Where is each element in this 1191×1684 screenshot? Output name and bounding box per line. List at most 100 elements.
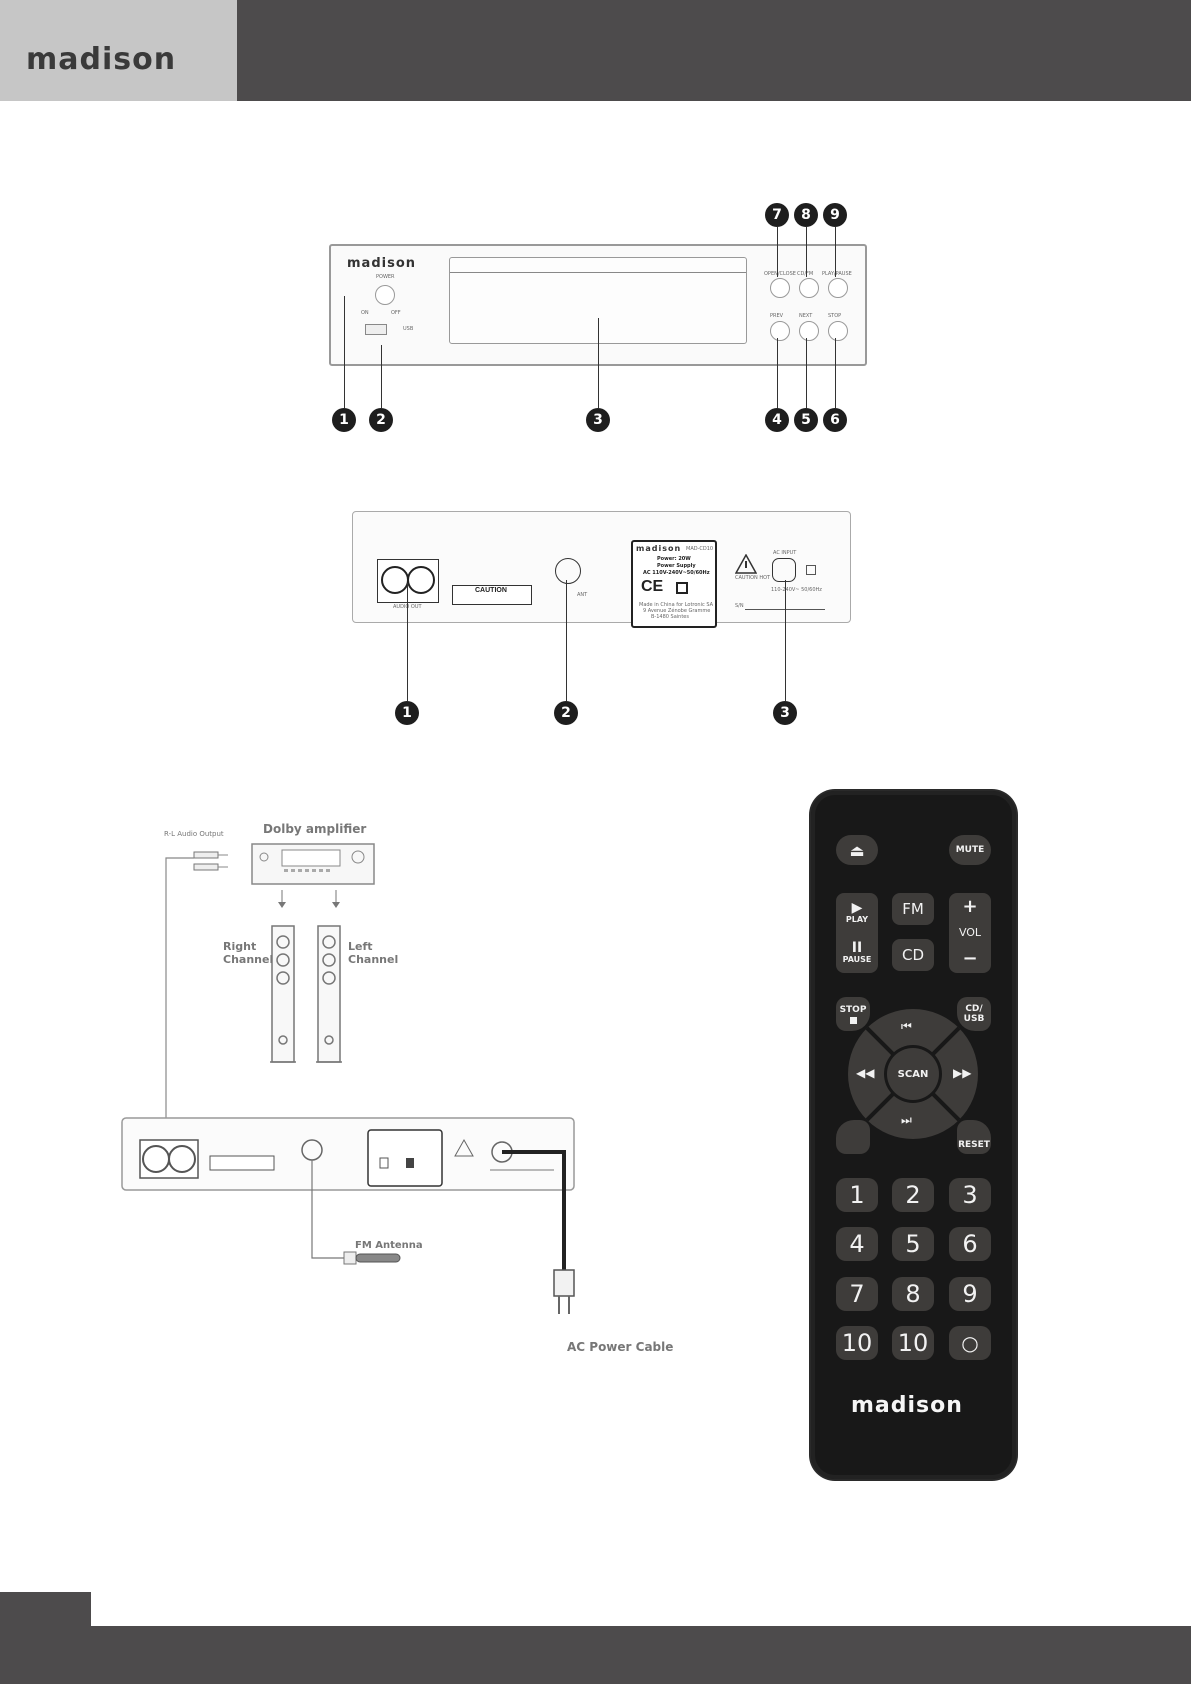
prev-button[interactable]	[770, 321, 790, 341]
key-10-b[interactable]: 10	[892, 1326, 934, 1360]
back-panel: AUDIO OUT CAUTION ANT madison MAD-CD10 P…	[352, 511, 851, 628]
key-9[interactable]: 9	[949, 1277, 991, 1311]
serial-label: S/N	[735, 603, 744, 609]
front-callout-5: 5	[794, 408, 818, 432]
caution-hot-label: CAUTION HOT	[735, 575, 771, 581]
next-track-button[interactable]: ⏭	[901, 1113, 912, 1127]
fm-ant-label: ANT	[577, 592, 588, 598]
ac-input-label: AC INPUT	[773, 550, 797, 556]
front-callout-8: 8	[794, 203, 818, 227]
open-close-button[interactable]	[770, 278, 790, 298]
stop-label: STOP	[839, 1004, 867, 1015]
front-callout-9: 9	[823, 203, 847, 227]
key-7[interactable]: 7	[836, 1277, 878, 1311]
power-button[interactable]	[375, 285, 395, 305]
vol-label: VOL	[958, 926, 982, 940]
rca-plug-right	[193, 863, 219, 871]
spec-label: madison MAD-CD10 Power: 20W Power Supply…	[631, 540, 717, 628]
fm-antenna-label: FM Antenna	[355, 1240, 423, 1251]
key-5[interactable]: 5	[892, 1227, 934, 1261]
vol-plus-icon: +	[962, 895, 978, 917]
front-callout-4: 4	[765, 408, 789, 432]
cd-usb-button[interactable]: CD/ USB	[957, 997, 991, 1031]
play-pause-label: PLAY/PAUSE	[822, 271, 852, 277]
play-pause-button[interactable]: ▶ PLAY II PAUSE	[836, 893, 878, 973]
stop-button[interactable]	[828, 321, 848, 341]
play-pause-button[interactable]	[828, 278, 848, 298]
key-4[interactable]: 4	[836, 1227, 878, 1261]
eject-button[interactable]: ⏏	[836, 835, 878, 865]
key-6[interactable]: 6	[949, 1227, 991, 1261]
usb-port[interactable]	[365, 324, 387, 335]
key-3[interactable]: 3	[949, 1178, 991, 1212]
leader-line	[598, 318, 599, 408]
ac-range-label: 110-240V~ 50/60Hz	[771, 587, 822, 593]
back-callout-3: 3	[773, 701, 797, 725]
leader-line	[777, 338, 778, 408]
key-2[interactable]: 2	[892, 1178, 934, 1212]
pause-section: II PAUSE	[843, 941, 872, 965]
front-callout-7: 7	[765, 203, 789, 227]
front-callout-3: 3	[586, 408, 610, 432]
caution-label: CAUTION	[475, 587, 507, 594]
front-panel-brand: madison	[347, 256, 417, 271]
leader-line	[566, 580, 567, 701]
reset-button[interactable]: RESET	[957, 1120, 991, 1154]
rewind-button[interactable]: ◀◀	[856, 1066, 875, 1080]
ac-input-socket[interactable]	[772, 558, 796, 582]
scan-button[interactable]: SCAN	[887, 1048, 939, 1100]
cd-fm-button[interactable]	[799, 278, 819, 298]
header-logo-box	[0, 0, 237, 101]
forward-button[interactable]: ▶▶	[953, 1066, 972, 1080]
ac-plug	[553, 1269, 575, 1297]
made-in-line1: Made in China for Lotronic SA	[639, 602, 714, 608]
play-label: PLAY	[845, 915, 869, 924]
back-callout-1: 1	[395, 701, 419, 725]
next-button[interactable]	[799, 321, 819, 341]
fm-antenna-cable	[311, 1160, 344, 1259]
header-logo: madison	[26, 42, 177, 77]
stop-button[interactable]: STOP	[836, 997, 870, 1031]
cd-button[interactable]: CD	[892, 939, 934, 971]
fm-button[interactable]: FM	[892, 893, 934, 925]
ac-power-cable	[502, 1150, 566, 1270]
right-channel-label: Right Channel	[223, 940, 274, 966]
remote-control: ⏏ MUTE ▶ PLAY II PAUSE FM CD + VOL − STO…	[811, 791, 1016, 1479]
connection-diagram	[121, 843, 575, 1314]
mute-button[interactable]: MUTE	[949, 835, 991, 865]
fm-antenna-jack[interactable]	[555, 558, 581, 584]
repeat-key[interactable]: ○	[949, 1326, 991, 1360]
pause-label: PAUSE	[842, 955, 872, 964]
remote-brand-logo: madison	[851, 1393, 963, 1418]
key-8[interactable]: 8	[892, 1277, 934, 1311]
volume-rocker[interactable]: + VOL −	[949, 893, 991, 973]
tray-slot	[450, 272, 746, 273]
spec-power: Power: 20W	[657, 556, 691, 562]
leader-line	[806, 227, 807, 277]
speaker-left	[316, 925, 342, 1063]
spec-model: MAD-CD10	[686, 546, 714, 552]
spec-brand: madison	[636, 544, 682, 553]
cd-fm-label: CD/FM	[797, 271, 813, 277]
leader-line	[381, 345, 382, 408]
pause-icon: II	[851, 940, 863, 956]
rl-audio-output-label: R-L Audio Output	[164, 830, 224, 838]
warning-triangle-icon	[735, 554, 757, 574]
on-label: ON	[361, 310, 369, 316]
off-label: OFF	[391, 310, 401, 316]
ac-power-cable-label: AC Power Cable	[567, 1340, 674, 1354]
play-icon: ▶	[851, 900, 863, 916]
prev-label: PREV	[770, 313, 784, 319]
made-in-line2: 9 Avenue Zénobe Gramme	[643, 608, 711, 614]
front-callout-6: 6	[823, 408, 847, 432]
blank-button[interactable]	[836, 1120, 870, 1154]
audio-out-jacks[interactable]	[377, 559, 439, 603]
key-10-a[interactable]: 10	[836, 1326, 878, 1360]
left-channel-label: Left Channel	[348, 940, 399, 966]
key-1[interactable]: 1	[836, 1178, 878, 1212]
leader-line	[835, 338, 836, 408]
prev-track-button[interactable]: ⏮	[901, 1019, 912, 1033]
dpad-ring: ⏮ ◀◀ ▶▶ ⏭ SCAN	[848, 1009, 978, 1139]
caution-sticker: CAUTION	[452, 585, 532, 605]
leader-line	[785, 580, 786, 701]
